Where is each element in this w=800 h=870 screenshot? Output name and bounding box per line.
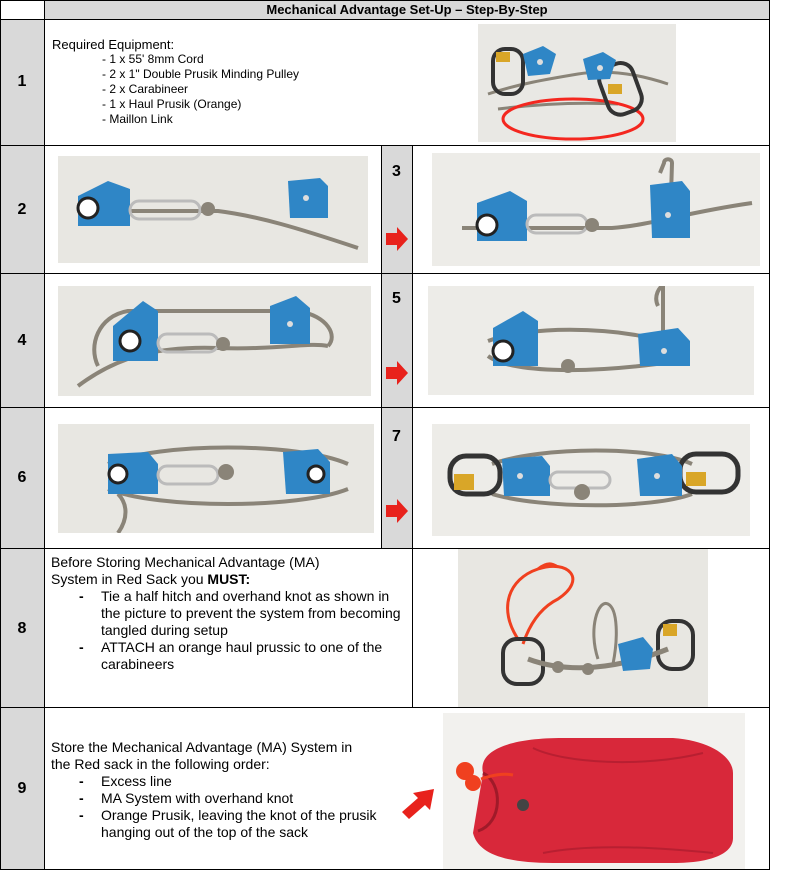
step-number-column bbox=[0, 19, 44, 870]
step-number-4: 4 bbox=[17, 332, 27, 349]
step9-bullet-text: MA System with overhand knot bbox=[101, 790, 294, 806]
step-number-6: 6 bbox=[17, 469, 27, 486]
red-sack-photo bbox=[443, 713, 745, 869]
arrow-right-icon bbox=[386, 361, 408, 385]
step2-photo bbox=[58, 156, 368, 263]
step7-photo bbox=[432, 424, 750, 536]
equipment-item: - 2 x 1" Double Prusik Minding Pulley bbox=[102, 67, 300, 81]
step8-bullet-text: ATTACH an orange haul prussic to one of … bbox=[101, 639, 383, 672]
equipment-item: - 1 x 55' 8mm Cord bbox=[102, 52, 204, 66]
step-number-9: 9 bbox=[17, 780, 27, 797]
arrow-up-right-icon bbox=[402, 789, 434, 819]
step-number-5: 5 bbox=[392, 290, 401, 307]
step-number-3: 3 bbox=[392, 163, 401, 180]
step9-text: Store the Mechanical Advantage (MA) Syst… bbox=[51, 739, 401, 841]
step9-bullet-text: Orange Prusik, leaving the knot of the p… bbox=[101, 807, 377, 840]
equipment-list: Required Equipment: - 1 x 55' 8mm Cord -… bbox=[52, 37, 299, 127]
step8-line1: Before Storing Mechanical Advantage (MA) bbox=[51, 554, 320, 570]
arrow-right-icon bbox=[386, 227, 408, 251]
step9-line2: the Red sack in the following order: bbox=[51, 756, 270, 772]
step8-line2: System in Red Sack you MUST: bbox=[51, 571, 401, 588]
middle-step-column bbox=[381, 145, 412, 548]
step8-bullet: Tie a half hitch and overhand knot as sh… bbox=[51, 588, 401, 639]
step8-bullet: ATTACH an orange haul prussic to one of … bbox=[51, 639, 401, 673]
step8-bullet-text: Tie a half hitch and overhand knot as sh… bbox=[101, 588, 401, 638]
page-title: Mechanical Advantage Set-Up – Step-By-St… bbox=[44, 0, 770, 19]
step9-bullet-text: Excess line bbox=[101, 773, 172, 789]
equipment-item: - 2 x Carabineer bbox=[102, 82, 189, 96]
equipment-item: - 1 x Haul Prusik (Orange) bbox=[102, 97, 242, 111]
step8-must: MUST: bbox=[207, 571, 251, 587]
step-number-7: 7 bbox=[392, 428, 401, 445]
equipment-item: - Maillon Link bbox=[102, 112, 173, 126]
step-number-1: 1 bbox=[17, 73, 27, 90]
step8-photo bbox=[458, 549, 708, 707]
step3-photo bbox=[432, 153, 760, 266]
step9-bullet: MA System with overhand knot bbox=[51, 790, 401, 807]
step9-bullet: Orange Prusik, leaving the knot of the p… bbox=[51, 807, 401, 841]
arrow-right-icon bbox=[386, 499, 408, 523]
step5-photo bbox=[428, 286, 754, 395]
equipment-photo bbox=[478, 24, 676, 142]
step9-line1: Store the Mechanical Advantage (MA) Syst… bbox=[51, 739, 353, 755]
step9-bullet: Excess line bbox=[51, 773, 401, 790]
step8-text: Before Storing Mechanical Advantage (MA)… bbox=[51, 554, 401, 673]
step6-photo bbox=[58, 424, 374, 533]
step4-photo bbox=[58, 286, 371, 396]
step8-line2-text: System in Red Sack you bbox=[51, 571, 208, 587]
step-number-2: 2 bbox=[17, 201, 27, 218]
step-number-8: 8 bbox=[17, 620, 27, 637]
equipment-heading: Required Equipment: bbox=[52, 37, 175, 52]
